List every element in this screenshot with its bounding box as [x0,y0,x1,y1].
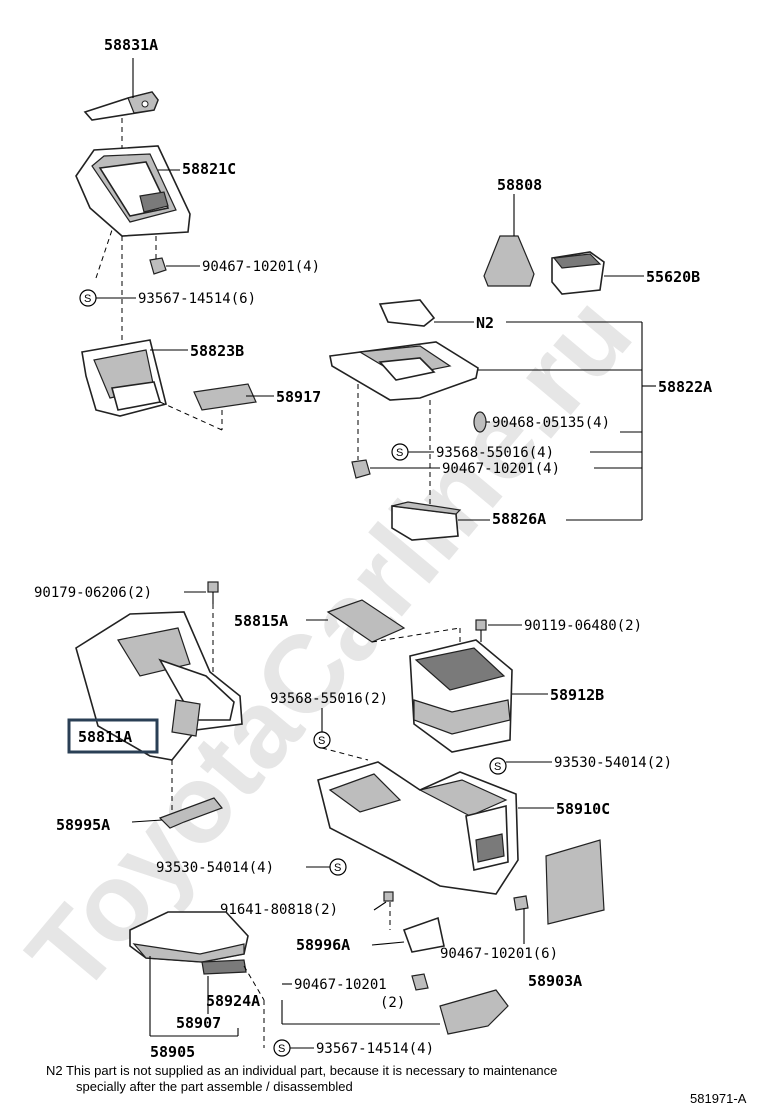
label-58907[interactable]: 58907 [176,1014,221,1032]
clip-90467-mid [351,459,371,479]
label-90467-mid[interactable]: 90467-10201(4) [442,461,560,477]
label-58903A[interactable]: 58903A [528,972,582,990]
s-symbol-low: S [318,735,325,747]
part-58822A-drawing [329,341,479,401]
label-58831A[interactable]: 58831A [104,36,158,54]
part-55620B-drawing [551,251,605,295]
part-58815A-drawing [326,599,406,643]
bolt-90179 [207,581,219,604]
footnote-line1: N2 This part is not supplied as an indiv… [46,1063,557,1078]
label-90467-top[interactable]: 90467-10201(4) [202,259,320,275]
label-93568-mid[interactable]: 93568-55016(4) [436,445,554,461]
part-58924A-drawing [439,989,509,1035]
label-58808[interactable]: 58808 [497,176,542,194]
part-58910C-drawing [317,761,519,895]
label-58811A[interactable]: 58811A [78,728,132,746]
part-58995A-drawing [158,797,223,829]
label-N2[interactable]: N2 [476,314,494,332]
footnote-line2: specially after the part assemble / disa… [76,1079,353,1094]
clip-90467-top [149,257,167,275]
label-58905[interactable]: 58905 [150,1043,195,1061]
label-58815A[interactable]: 58815A [234,612,288,630]
part-58905-drawing [129,911,249,963]
label-90179[interactable]: 90179-06206(2) [34,585,152,601]
clip-90467-bottom [513,895,529,911]
diagram-code: 581971-A [690,1091,747,1106]
part-58821C-drawing [75,145,191,237]
part-58903A-drawing [545,839,605,925]
label-58821C[interactable]: 58821C [182,160,236,178]
label-58912B[interactable]: 58912B [550,686,604,704]
label-58823B[interactable]: 58823B [190,342,244,360]
label-58924A[interactable]: 58924A [206,992,260,1010]
label-58917[interactable]: 58917 [276,388,321,406]
part-58811A-drawing [75,611,243,761]
part-58831A-drawing [83,91,159,121]
part-58907-drawing [201,959,247,975]
label-58995A[interactable]: 58995A [56,816,110,834]
part-retainer-drawing [378,299,436,327]
s-symbol-bottom: S [278,1043,285,1055]
label-90468[interactable]: 90468-05135(4) [492,415,610,431]
label-93567-bottom[interactable]: 93567-14514(4) [316,1041,434,1057]
s-symbol-left: S [334,862,341,874]
highlight-58811A [67,718,159,754]
label-58996A[interactable]: 58996A [296,936,350,954]
label-91641[interactable]: 91641-80818(2) [220,902,338,918]
part-58823B-drawing [81,339,167,417]
part-58917-drawing [193,383,257,411]
label-58910C[interactable]: 58910C [556,800,610,818]
part-90468-drawing [473,411,487,433]
label-93568-low[interactable]: 93568-55016(2) [270,691,388,707]
label-90467-bottom1[interactable]: 90467-10201(6) [440,946,558,962]
clip-90467-bottom2 [411,973,429,991]
part-58826A-drawing [391,501,462,541]
label-93530-right[interactable]: 93530-54014(2) [554,755,672,771]
s-symbol-top: S [84,293,91,305]
label-93567-top[interactable]: 93567-14514(6) [138,291,256,307]
label-93530-left[interactable]: 93530-54014(4) [156,860,274,876]
label-55620B[interactable]: 55620B [646,268,700,286]
label-90467-bottom2-qty[interactable]: (2) [380,995,405,1011]
part-58808-drawing [483,235,535,287]
label-58822A[interactable]: 58822A [658,378,712,396]
label-90467-bottom2[interactable]: 90467-10201 [294,977,387,993]
part-58996A-drawing [402,916,445,953]
s-symbol-mid: S [396,447,403,459]
bolt-91641 [383,891,394,902]
label-90119[interactable]: 90119-06480(2) [524,618,642,634]
label-58826A[interactable]: 58826A [492,510,546,528]
bolt-90119 [475,619,487,642]
s-symbol-right: S [494,761,501,773]
part-58912B-drawing [409,639,513,753]
